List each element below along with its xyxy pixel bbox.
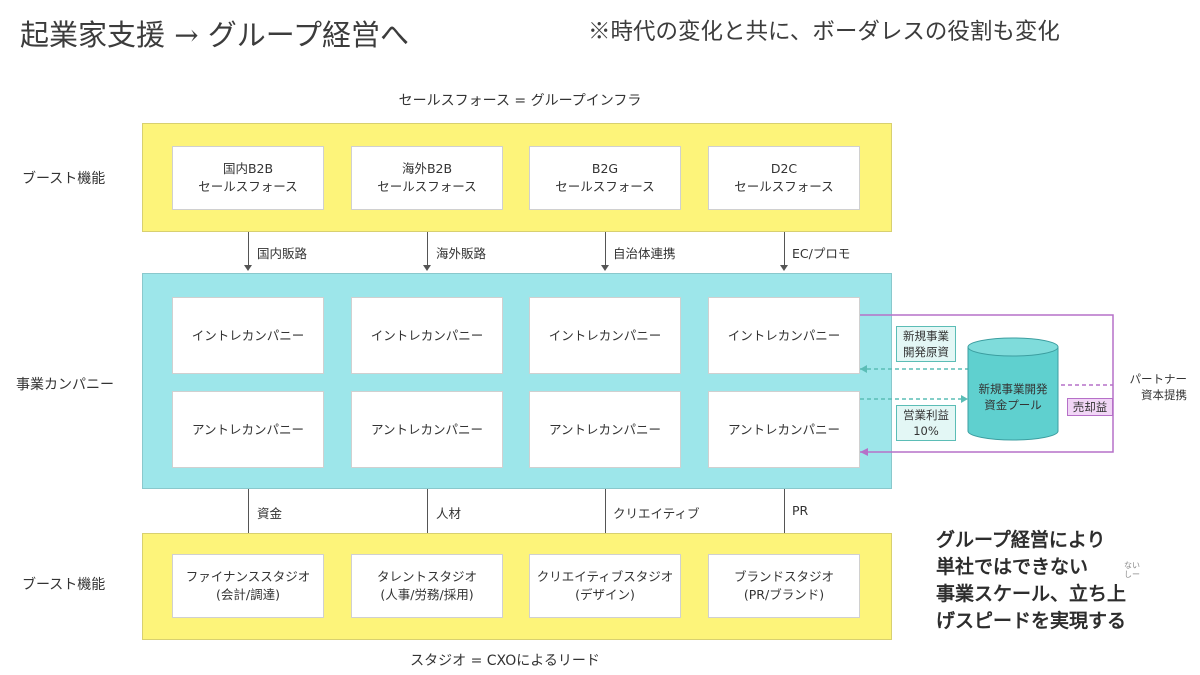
partner-label: パートナー 資本提携 — [1115, 371, 1188, 403]
fund-flow-diagram — [860, 314, 1114, 456]
connector-line — [605, 489, 606, 533]
connector-label: PR — [792, 503, 809, 518]
summary-line: グループ経営により — [936, 529, 1106, 551]
arrow-down-icon — [780, 265, 788, 271]
intra-company-card: イントレカンパニー — [351, 297, 503, 374]
operating-profit-box: 営業利益 10% — [896, 405, 956, 441]
card-line: セールスフォース — [555, 179, 655, 194]
connector-label: 資金 — [257, 506, 283, 521]
partner-line: パートナー — [1129, 372, 1188, 386]
pool-line: 新規事業開発 — [978, 382, 1048, 396]
row-label-bottom: ブースト機能 — [22, 577, 106, 593]
entre-company-card: アントレカンパニー — [351, 391, 503, 468]
arrow-left-icon — [860, 365, 867, 373]
intra-company-card: イントレカンパニー — [172, 297, 324, 374]
arrow-down-icon — [244, 265, 252, 271]
arrow-down-icon — [423, 265, 431, 271]
connector-line — [605, 232, 606, 265]
top-caption: セールスフォース = グループインフラ — [398, 93, 642, 109]
connector-line — [248, 489, 249, 533]
card-line: タレントスタジオ — [376, 569, 477, 584]
card-line: セールスフォース — [198, 179, 298, 194]
connector-line — [427, 489, 428, 533]
page-title: 起業家支援 → グループ経営へ — [20, 18, 409, 52]
connector-line — [784, 489, 785, 533]
card-line: B2G — [591, 161, 619, 176]
connector-label: 人材 — [436, 506, 462, 521]
card-line: セールスフォース — [734, 179, 834, 194]
card-line: 海外B2B — [401, 161, 453, 176]
intra-company-card: イントレカンパニー — [529, 297, 681, 374]
connector-line — [427, 232, 428, 265]
arrow-right-icon — [961, 395, 968, 403]
card-line: ファイナンススタジオ — [185, 569, 311, 584]
card-line: 国内B2B — [222, 161, 274, 176]
entre-company-card: アントレカンパニー — [172, 391, 324, 468]
bottom-caption: スタジオ = CXOによるリード — [410, 653, 600, 669]
partner-line: 資本提携 — [1141, 388, 1187, 402]
studio-card: クリエイティブスタジオ (デザイン) — [529, 554, 681, 618]
intra-company-card: イントレカンパニー — [708, 297, 860, 374]
box-line: 10% — [913, 424, 939, 438]
card-line: ブランドスタジオ — [733, 569, 834, 584]
fragment-line: ない — [1124, 561, 1140, 570]
cylinder-fill — [968, 345, 1058, 431]
new-business-fund-box: 新規事業 開発原資 — [896, 326, 956, 362]
summary-line: げスピードを実現する — [936, 610, 1127, 632]
card-line: (人事/労務/採用) — [380, 587, 474, 602]
salesforce-card: 国内B2B セールスフォース — [172, 146, 324, 210]
card-line: セールスフォース — [377, 179, 477, 194]
card-line: (デザイン) — [575, 587, 635, 602]
salesforce-card: D2C セールスフォース — [708, 146, 860, 210]
box-line: 新規事業 — [903, 329, 949, 343]
studio-card: ブランドスタジオ (PR/ブランド) — [708, 554, 860, 618]
fund-pool-label: 新規事業開発 資金プール — [968, 381, 1058, 413]
salesforce-card: B2G セールスフォース — [529, 146, 681, 210]
fragment-line: しー — [1124, 570, 1140, 579]
entre-company-card: アントレカンパニー — [529, 391, 681, 468]
cylinder-top — [967, 337, 1059, 357]
summary-fragment: ない しー — [1124, 561, 1140, 579]
card-line: クリエイティブスタジオ — [536, 569, 674, 584]
connector-label: 海外販路 — [436, 246, 487, 261]
pool-line: 資金プール — [984, 398, 1042, 412]
card-line: D2C — [770, 161, 798, 176]
arrow-down-icon — [601, 265, 609, 271]
studio-card: ファイナンススタジオ (会計/調達) — [172, 554, 324, 618]
row-label-top: ブースト機能 — [22, 171, 106, 187]
connector-label: EC/プロモ — [792, 246, 851, 261]
fund-bracket-line — [860, 314, 1114, 453]
sale-profit-box: 売却益 — [1067, 398, 1113, 416]
summary-text: グループ経営により 単社ではできない 事業スケール、立ち上 げスピードを実現する — [936, 527, 1126, 635]
connector-line — [248, 232, 249, 265]
connector-label: 国内販路 — [257, 246, 308, 261]
salesforce-card: 海外B2B セールスフォース — [351, 146, 503, 210]
studio-card: タレントスタジオ (人事/労務/採用) — [351, 554, 503, 618]
header-note: ※時代の変化と共に、ボーダレスの役割も変化 — [588, 19, 1060, 45]
connector-label: クリエイティブ — [613, 506, 700, 521]
connector-label: 自治体連携 — [613, 246, 676, 261]
row-label-middle: 事業カンパニー — [16, 377, 114, 393]
box-line: 営業利益 — [903, 408, 949, 422]
entre-company-card: アントレカンパニー — [708, 391, 860, 468]
box-line: 開発原資 — [903, 345, 949, 359]
arrow-left-icon — [860, 448, 868, 456]
card-line: (会計/調達) — [216, 587, 280, 602]
summary-line: 単社ではできない — [936, 556, 1089, 578]
connector-line — [784, 232, 785, 265]
summary-line: 事業スケール、立ち上 — [936, 583, 1127, 605]
card-line: (PR/ブランド) — [743, 587, 825, 602]
